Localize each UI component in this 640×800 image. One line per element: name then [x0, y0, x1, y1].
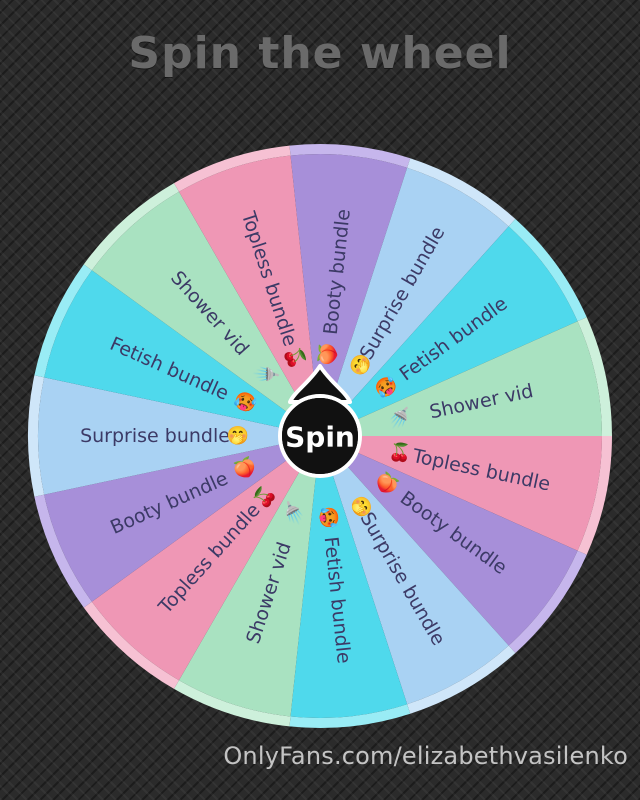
page-title: Spin the wheel: [128, 28, 512, 79]
spin-button[interactable]: Spin: [278, 364, 362, 478]
wheel-segment-rim: [83, 183, 179, 271]
wheel-segment-rim: [407, 158, 516, 227]
wheel-segment-rim: [577, 436, 612, 555]
wheel-segment: [320, 226, 578, 436]
segment-emoji-icon: 🚿: [387, 405, 414, 431]
wheel-segment: [91, 436, 320, 681]
watermark-text: OnlyFans.com/elizabethvasilenko: [223, 742, 628, 770]
wheel-segment: [320, 167, 509, 436]
segment-emoji-icon: 🍒: [387, 439, 414, 465]
wheel-segment-rim: [83, 601, 179, 689]
wheel-segment: [44, 436, 320, 602]
wheel-segment-rim: [34, 264, 92, 378]
wheel-segment-rim: [289, 704, 411, 728]
wheel-segment: [179, 436, 320, 717]
wheel-segment: [320, 436, 509, 705]
wheel-segment: [179, 155, 320, 436]
wheel-segment: [320, 321, 602, 436]
segment-emoji-icon: 🥵: [317, 505, 340, 529]
wheel-segment-rim: [174, 680, 291, 727]
spin-button-label[interactable]: Spin: [285, 421, 355, 454]
segment-label: Surprise bundle: [80, 425, 230, 447]
wheel-segment-rim: [577, 317, 612, 436]
wheel-segment: [38, 377, 321, 495]
wheel-segment-rim: [28, 375, 45, 497]
wheel-segment: [320, 436, 578, 646]
wheel-segment: [91, 191, 320, 436]
wheel-segment-rim: [289, 144, 411, 168]
wheel-segment-rim: [407, 645, 516, 714]
segment-emoji-icon: 🍑: [316, 342, 340, 367]
wheel-segment-rim: [34, 494, 92, 608]
wheel-segments: [28, 144, 612, 728]
wheel-segment: [290, 436, 408, 718]
wheel-segment: [44, 270, 320, 436]
wheel-segment-rim: [174, 145, 291, 192]
spin-button-face[interactable]: [282, 398, 358, 474]
segment-emoji-icon: 🤭: [227, 426, 249, 447]
wheel-segment-rim: [508, 219, 587, 322]
wheel-segment: [320, 436, 602, 551]
wheel-segment-rim: [508, 550, 587, 653]
